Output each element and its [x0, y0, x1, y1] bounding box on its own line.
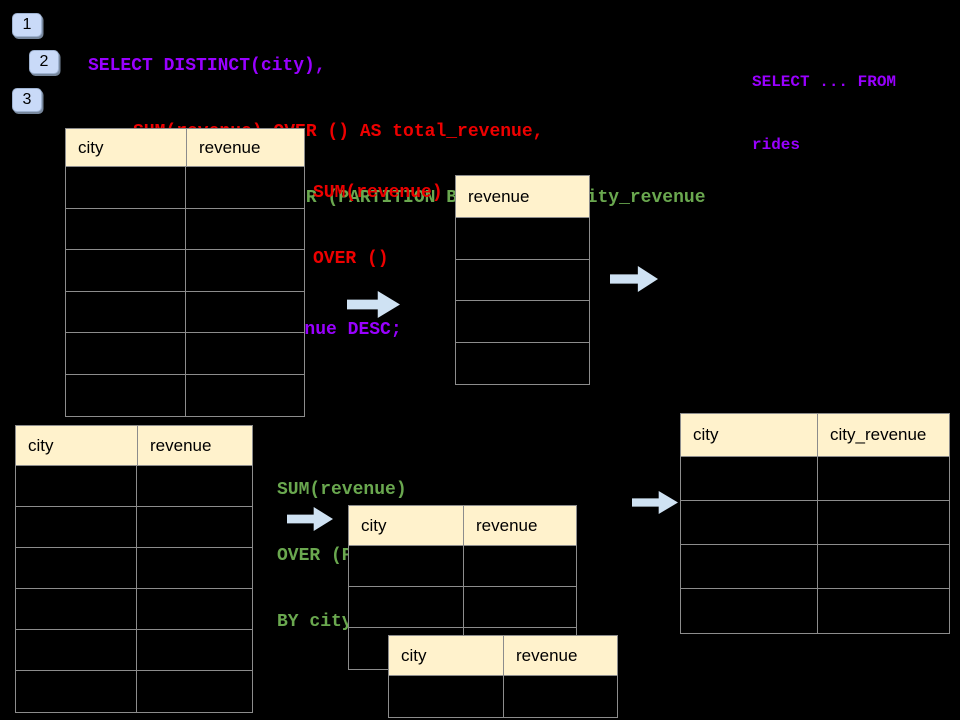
table-row	[389, 676, 617, 717]
table-row	[16, 548, 252, 589]
table-row	[66, 333, 304, 375]
table-row	[66, 250, 304, 292]
column-header-city: city	[401, 645, 427, 665]
column-header-revenue: revenue	[503, 636, 617, 675]
table-partition-front: city revenue	[388, 635, 618, 718]
table-row	[16, 507, 252, 548]
table-source-rides-2: city revenue	[15, 425, 253, 713]
table-row	[16, 466, 252, 507]
table-row	[456, 343, 589, 385]
label-total-line1: SUM(revenue)	[313, 183, 443, 203]
table-source-rides: city revenue	[65, 128, 305, 417]
table-row	[349, 546, 576, 587]
column-header-city: city	[693, 425, 719, 444]
table-row	[16, 630, 252, 671]
table-row	[16, 671, 252, 712]
table-row	[456, 260, 589, 301]
side-note-line1: SELECT ... FROM	[752, 73, 897, 91]
label-sum-over-total: SUM(revenue) OVER ()	[313, 138, 443, 314]
flow-arrow-4-icon	[632, 491, 678, 514]
column-header-revenue: revenue	[186, 129, 304, 166]
step-badge-1: 1	[12, 13, 42, 37]
table-row	[681, 501, 949, 545]
table-row	[681, 457, 949, 501]
column-header-city: city	[28, 435, 54, 455]
step-badge-3: 3	[12, 88, 42, 112]
sql-line-select: SELECT DISTINCT(city),	[88, 56, 326, 76]
table-result-city-revenue: city city_revenue	[680, 413, 950, 634]
step-badge-2: 2	[29, 50, 59, 74]
table-revenue-window: revenue	[455, 175, 590, 385]
table-row	[349, 587, 576, 628]
column-header-city: city	[78, 137, 104, 157]
label-total-line2: OVER ()	[313, 249, 389, 269]
side-note-select-from: SELECT ... FROM rides	[752, 30, 896, 198]
table-row	[456, 218, 589, 260]
table-row	[66, 375, 304, 417]
column-header-revenue: revenue	[468, 186, 530, 206]
label-partition-line1: SUM(revenue)	[277, 480, 407, 500]
table-row	[681, 545, 949, 589]
table-row	[66, 292, 304, 333]
table-row	[66, 209, 304, 250]
column-header-city-revenue: city_revenue	[817, 414, 949, 456]
table-row	[16, 589, 252, 630]
column-header-revenue: revenue	[137, 426, 252, 465]
table-row	[456, 301, 589, 343]
side-note-line2: rides	[752, 136, 801, 154]
column-header-city: city	[361, 515, 387, 535]
column-header-revenue: revenue	[463, 506, 576, 545]
table-row	[681, 589, 949, 633]
table-row	[66, 167, 304, 209]
